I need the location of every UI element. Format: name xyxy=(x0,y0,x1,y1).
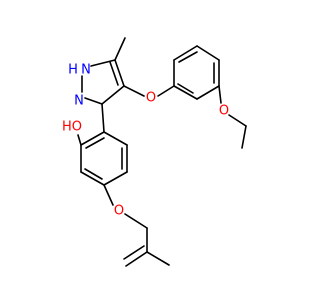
bond-ph-f-double xyxy=(177,83,194,94)
bond-o-ch2-allyl xyxy=(124,213,148,229)
bond-c4-o-ether xyxy=(123,85,145,97)
molecule-canvas: H N N O O HO O xyxy=(61,37,247,267)
bond-ph-c xyxy=(196,45,220,61)
bond-ph-f xyxy=(173,85,198,100)
bond-ph-e xyxy=(196,85,220,100)
bond-bz-a xyxy=(103,131,128,146)
atom-label-n1: N xyxy=(81,63,91,78)
bond-c5-c4 xyxy=(114,59,125,87)
bond-bz-o-allyl xyxy=(103,184,114,206)
bond-bz-f xyxy=(80,131,105,146)
bond-o-ch2 xyxy=(228,114,247,127)
bond-ph-o-ethoxy xyxy=(218,85,222,104)
atom-label-n1h: H xyxy=(68,63,78,78)
bond-c3-benzene xyxy=(101,103,105,133)
bond-c-methyl xyxy=(146,251,170,266)
bond-c3-n2 xyxy=(84,97,103,105)
atom-label-o-allyl-ether: O xyxy=(114,204,124,219)
bond-c5-c4-double xyxy=(109,61,119,86)
bond-bz-d-double xyxy=(84,168,103,180)
bond-bz-oh xyxy=(77,134,82,146)
bond-c4-c3 xyxy=(101,85,125,105)
atom-label-o-ethoxy: O xyxy=(219,104,229,119)
atom-label-n2: N xyxy=(74,94,84,109)
bond-layer xyxy=(77,37,247,267)
atom-label-layer: H N N O O HO O xyxy=(62,63,229,219)
bond-bz-d xyxy=(80,171,105,186)
bond-o-aryl xyxy=(157,85,175,97)
bond-c-ch2-terminal-double xyxy=(123,245,145,260)
bond-bz-c xyxy=(103,171,128,186)
atom-label-o-pyrazole-ether: O xyxy=(146,91,156,106)
bond-ph-b xyxy=(173,45,198,61)
bond-c-ch2-terminal xyxy=(125,251,148,267)
bond-n1-c5 xyxy=(90,59,116,67)
bond-ph-b-double xyxy=(178,51,198,63)
bond-bz-f-double xyxy=(85,137,105,149)
structure-diagram: H N N O O HO O xyxy=(62,37,247,267)
bond-ch2-ch3 xyxy=(241,125,247,149)
atom-label-hydroxyl: HO xyxy=(62,120,82,135)
bond-c5-methyl xyxy=(114,37,126,61)
